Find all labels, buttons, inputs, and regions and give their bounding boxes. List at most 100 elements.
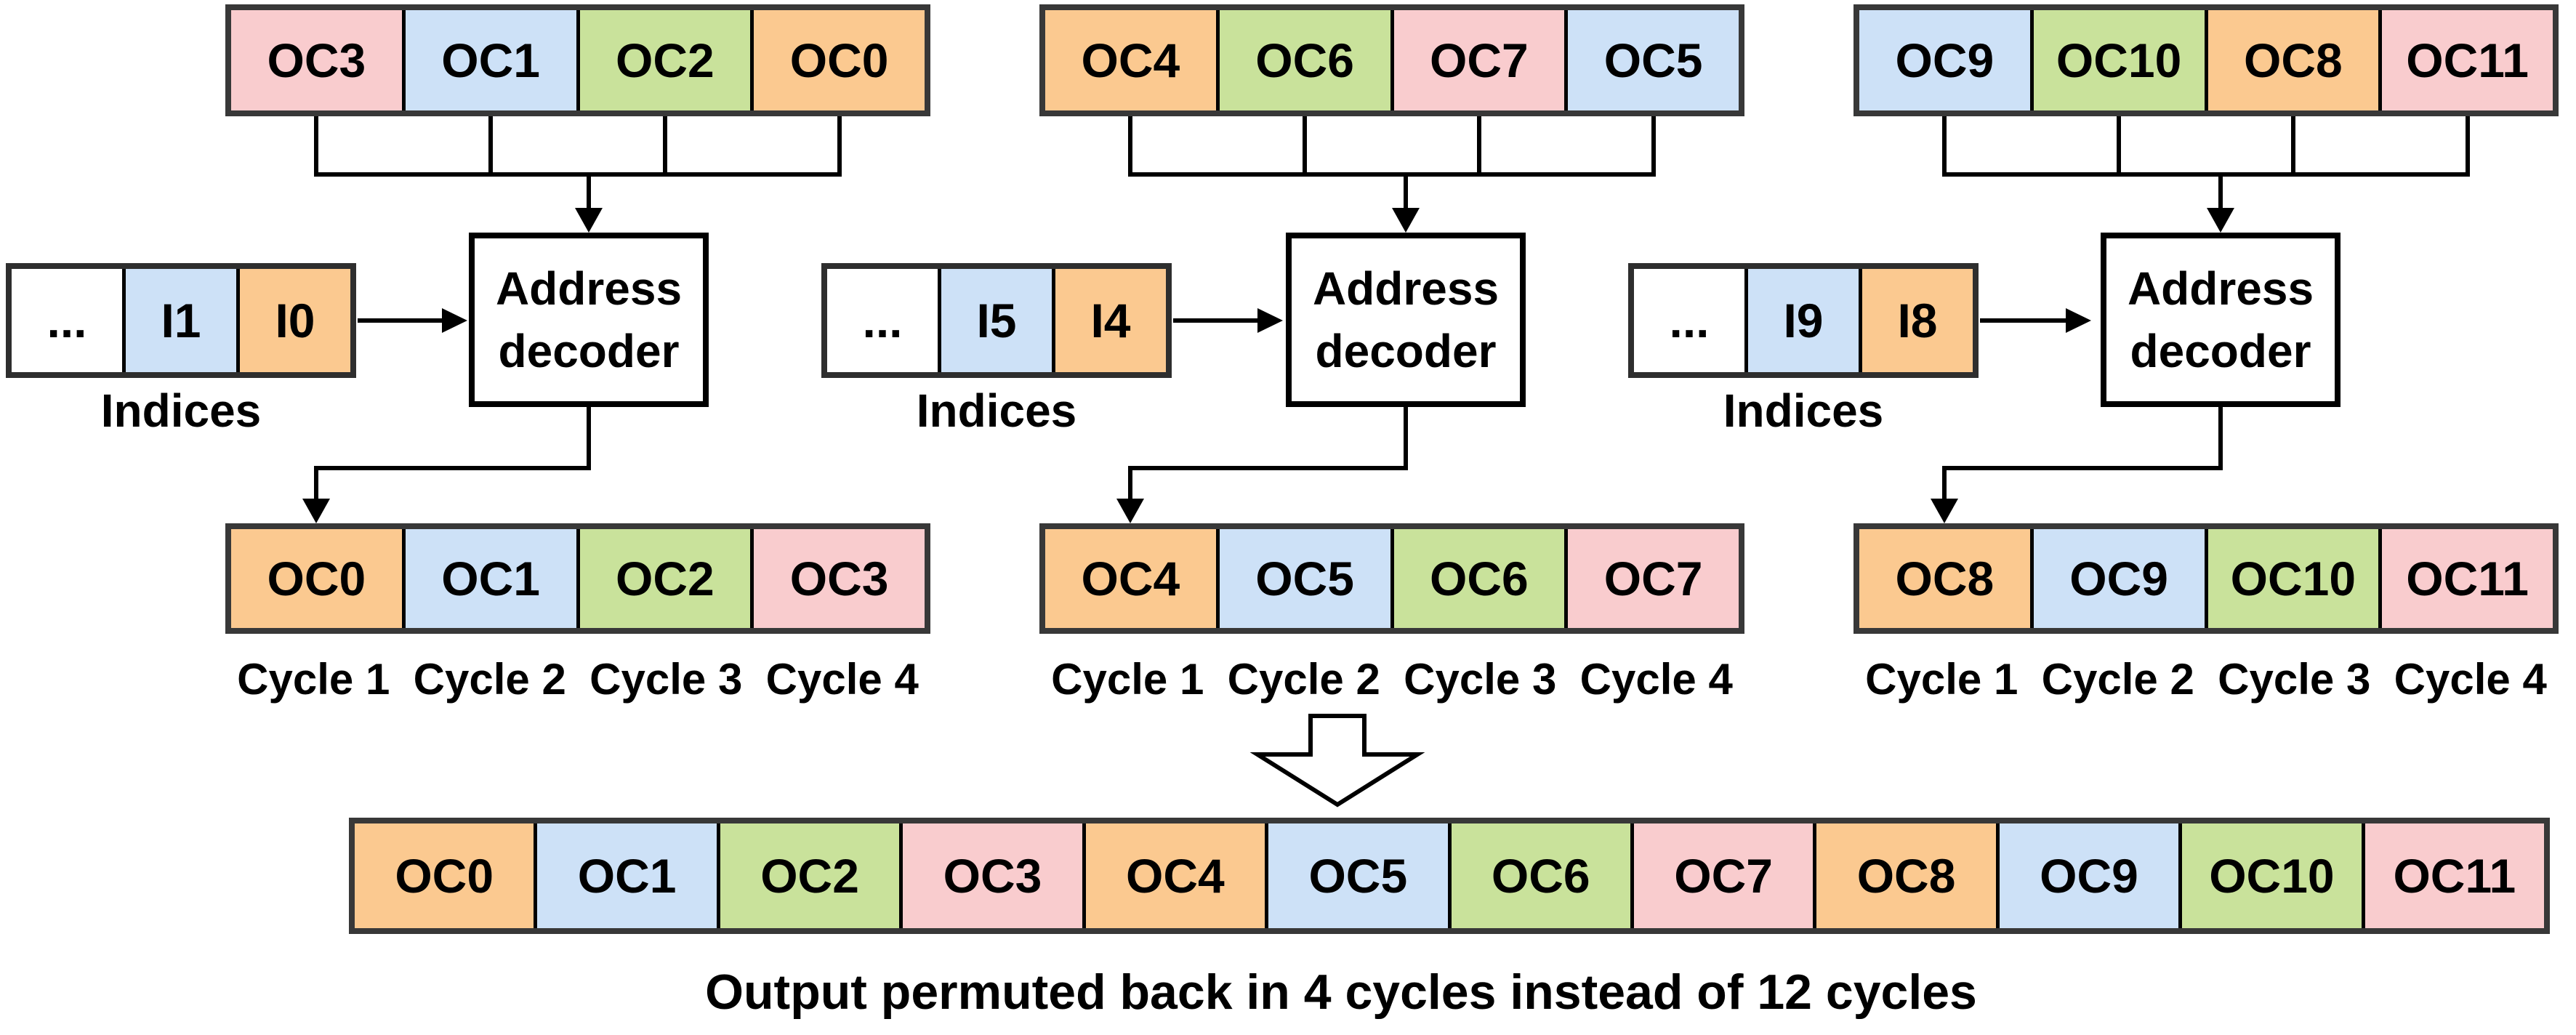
decoder-label-line1: Address [2127, 262, 2314, 315]
diagram-caption: Output permuted back in 4 cycles instead… [705, 964, 1977, 1020]
decoder-label-line2: decoder [498, 325, 680, 377]
decoder-label-line2: decoder [1315, 325, 1497, 377]
arrowheads [302, 208, 2234, 523]
cell-label: OC9 [2040, 849, 2138, 903]
cell-label: I1 [161, 294, 201, 347]
input-row-group3: OC9 OC10 OC8 OC11 [1853, 4, 2559, 116]
cell-label: OC2 [616, 33, 715, 87]
cell-dots: ... [12, 269, 122, 372]
cell-oc4: OC4 [1045, 10, 1216, 110]
cycle-label: Cycle 1 [1051, 654, 1204, 704]
cell-oc11: OC11 [2378, 529, 2553, 628]
cell-label: OC10 [2056, 33, 2182, 87]
address-decoder-group3: Address decoder [2101, 233, 2340, 407]
cycle-label: Cycle 4 [2394, 654, 2547, 704]
cell-oc11: OC11 [2378, 10, 2553, 110]
cell-oc7: OC7 [1390, 10, 1565, 110]
cell-label: OC3 [789, 552, 889, 605]
cell-i0: I0 [236, 269, 350, 372]
cell-label: OC1 [441, 552, 540, 605]
cell-label: OC5 [1255, 552, 1354, 605]
arrowhead-indices-group1 [442, 308, 467, 333]
cell-label: OC0 [395, 849, 494, 903]
cell-label: OC9 [1895, 33, 1995, 87]
cell-oc7: OC7 [1630, 823, 1814, 928]
output-row-group1: OC0 OC1 OC2 OC3 [225, 523, 930, 634]
cell-label: OC8 [1895, 552, 1995, 605]
cell-label: OC7 [1430, 33, 1529, 87]
cycle-label: Cycle 2 [1227, 654, 1380, 704]
arrowhead-bus-group3 [2207, 208, 2234, 233]
cell-label: I8 [1897, 294, 1938, 347]
cell-oc2: OC2 [576, 529, 751, 628]
cell-label: I9 [1783, 294, 1824, 347]
cell-label: OC10 [2209, 849, 2335, 903]
cell-oc9: OC9 [1995, 823, 2179, 928]
cycle-label: Cycle 4 [1579, 654, 1733, 704]
elbow-arrow-line-group2 [1128, 407, 1408, 502]
cell-i9: I9 [1744, 269, 1859, 372]
arrowhead-elbow-group2 [1116, 499, 1144, 523]
cell-label: OC11 [2406, 552, 2529, 605]
cell-label: OC3 [943, 849, 1042, 903]
cycle-label: Cycle 3 [1404, 654, 1557, 704]
arrowhead-indices-group2 [1257, 308, 1283, 333]
cell-i5: I5 [938, 269, 1052, 372]
cell-label: OC7 [1603, 552, 1703, 605]
bus-lines-group3 [1942, 114, 2470, 211]
cell-label: OC8 [2244, 33, 2343, 87]
indices-row-group2: ... I5 I4 [821, 263, 1172, 378]
connector-lines [314, 114, 2470, 502]
cell-oc10: OC10 [2178, 823, 2362, 928]
cell-label: I4 [1090, 294, 1131, 347]
cell-label: OC5 [1308, 849, 1408, 903]
cell-oc0: OC0 [355, 823, 534, 928]
cell-oc8: OC8 [2204, 10, 2379, 110]
cell-label: OC10 [2230, 552, 2356, 605]
cycle-label: Cycle 4 [765, 654, 919, 704]
cell-label: ... [862, 294, 903, 347]
arrowhead-bus-group1 [575, 208, 603, 233]
indices-label-group1: Indices [100, 384, 262, 437]
cell-label: OC9 [2069, 552, 2168, 605]
cell-oc11: OC11 [2361, 823, 2545, 928]
arrowhead-elbow-group3 [1931, 499, 1958, 523]
cell-label: OC1 [441, 33, 540, 87]
decoder-label-line1: Address [1312, 262, 1500, 315]
indices-label-group3: Indices [1723, 384, 1884, 437]
decoder-label-line1: Address [495, 262, 683, 315]
cell-oc4: OC4 [1045, 529, 1216, 628]
output-row-group3: OC8 OC9 OC10 OC11 [1853, 523, 2559, 634]
cycle-label: Cycle 2 [413, 654, 566, 704]
cell-label: OC11 [2393, 849, 2516, 903]
cell-oc8: OC8 [1813, 823, 1996, 928]
cell-label: OC4 [1081, 552, 1180, 605]
cell-label: OC6 [1491, 849, 1590, 903]
cell-label: OC3 [267, 33, 366, 87]
cell-label: I5 [976, 294, 1017, 347]
address-decoder-group2: Address decoder [1286, 233, 1526, 407]
cell-label: ... [47, 294, 87, 347]
cell-label: OC8 [1856, 849, 1956, 903]
bus-lines-group2 [1128, 114, 1656, 211]
indices-label-group2: Indices [916, 384, 1077, 437]
bus-lines-group1 [314, 114, 842, 211]
cell-oc0: OC0 [231, 529, 402, 628]
cell-oc10: OC10 [2204, 529, 2379, 628]
cell-oc6: OC6 [1390, 529, 1565, 628]
cell-oc6: OC6 [1215, 10, 1390, 110]
indices-row-group1: ... I1 I0 [6, 263, 356, 378]
address-decoder-group1: Address decoder [469, 233, 709, 407]
cycle-labels-group2: Cycle 1 Cycle 2 Cycle 3 Cycle 4 [1039, 651, 1744, 706]
cell-oc1: OC1 [401, 529, 576, 628]
cell-i8: I8 [1859, 269, 1973, 372]
cell-oc8: OC8 [1859, 529, 2030, 628]
cell-oc1: OC1 [401, 10, 576, 110]
cell-label: I0 [275, 294, 315, 347]
cell-oc3: OC3 [899, 823, 1082, 928]
